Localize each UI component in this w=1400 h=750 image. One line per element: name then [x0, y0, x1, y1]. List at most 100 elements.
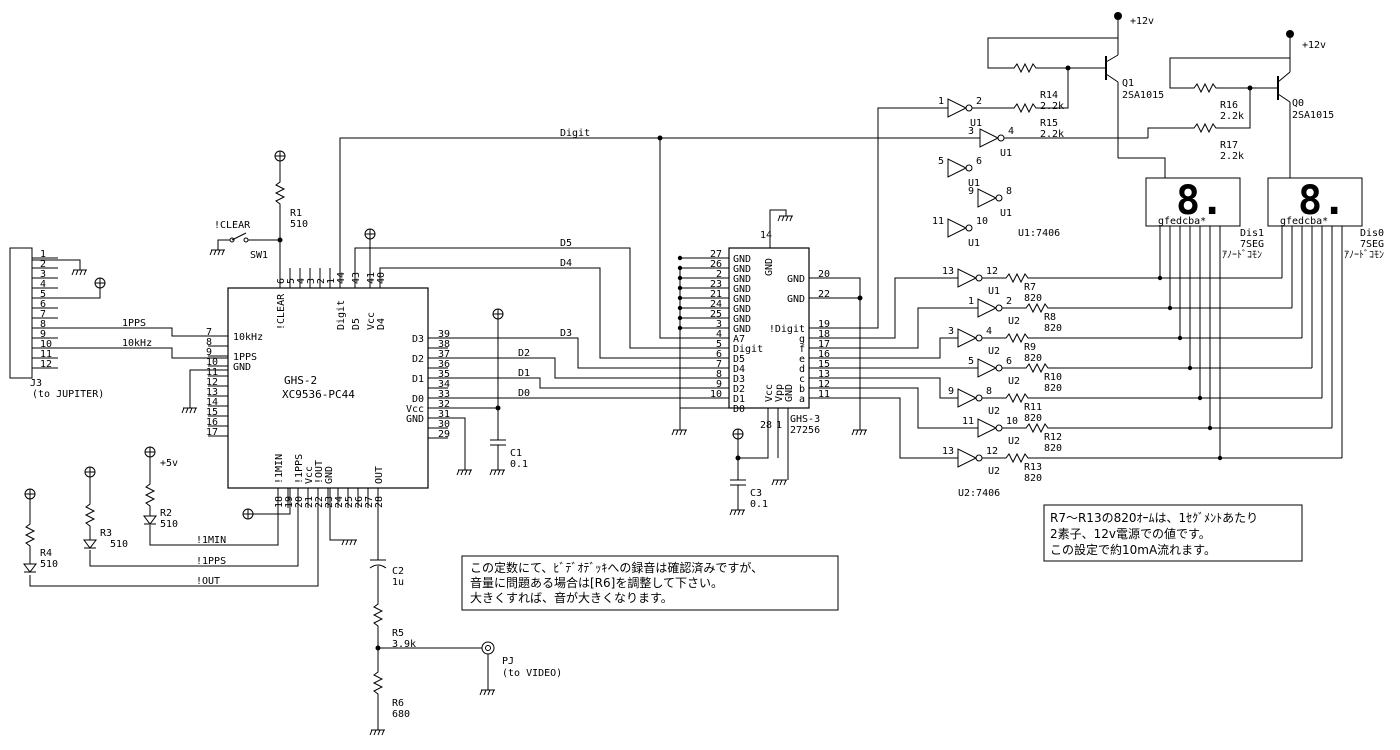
note-right: R7～R13の820ｵｰﾑは、1ｾｸﾞﾒﾝﾄあたり 2素子、12v電源での値です… [1043, 504, 1303, 562]
ghs3-pin1: 1 [776, 420, 782, 431]
r1-value: 510 [290, 219, 308, 230]
u1-g3-in: 5 [938, 156, 944, 167]
dis1-sub: ｱﾉｰﾄﾞｺﾓﾝ [1222, 249, 1262, 261]
net-d4: D4 [560, 258, 572, 269]
ghs2-right-pin-num: 39 [438, 329, 450, 340]
ghs3-left-pin-name: D1 [733, 394, 745, 405]
j3-pin-num: 9 [40, 329, 46, 340]
u1-gates: 1 2 U1 R14 2.2k 3 4 U1 R15 2.2k 5 6 U1 9… [932, 68, 1069, 249]
r6-value: 680 [392, 709, 410, 720]
transistor-q0: +12v Q0 2SA1015 R16 2.2k R17 2.2k [1169, 30, 1334, 178]
segment-junction [1177, 335, 1183, 341]
r11-value: 820 [1024, 413, 1042, 424]
ghs3-left-pin-num: 21 [710, 289, 722, 300]
ghs2-left-pin-num: 16 [206, 417, 218, 428]
r17-ref: R17 [1220, 140, 1238, 151]
ghs3-right-pin-name: b [799, 384, 805, 395]
dis1-pins: gfedcba* [1158, 216, 1206, 227]
ghs2-right-pin-name: D3 [412, 334, 424, 345]
u2-gate-in: 9 [948, 386, 954, 397]
ghs3-right-pin-num: 15 [818, 359, 830, 370]
u1-type: U1:7406 [1018, 228, 1060, 239]
q0-ref: Q0 [1292, 98, 1304, 109]
note-left-line1: この定数にて、ﾋﾞﾃﾞｵﾃﾞｯｷへの録音は確認済みですが、 [470, 560, 763, 575]
u2-gate-out: 12 [986, 266, 998, 277]
u2-gate-out: 6 [1006, 356, 1012, 367]
ghs2-bottom-pin-num: 28 [374, 496, 385, 508]
ghs3-left-pin-num: 9 [716, 379, 722, 390]
ghs3-left-pin-num: 24 [710, 299, 722, 310]
ghs3-left-pin-num: 27 [710, 249, 722, 260]
r16-value: 2.2k [1220, 111, 1244, 122]
ghs3-right-pin-num: 13 [818, 369, 830, 380]
net-d0: D0 [518, 388, 530, 399]
u2-inverter [957, 448, 983, 468]
r8-ref: R8 [1044, 312, 1056, 323]
ghs3-right-pin-name: GND [787, 294, 805, 305]
r15-value: 2.2k [1040, 129, 1064, 140]
ghs2-left-pin-name: 10kHz [233, 332, 263, 343]
ghs3-left-pin-num: 25 [710, 309, 722, 320]
ghs3-left-pin-name: GND [733, 294, 751, 305]
ghs3-right-pin-name: g [799, 334, 805, 345]
ghs3-top-name: GND [764, 258, 775, 276]
note-left-line2: 音量に問題ある場合は[R6]を調整して下さい。 [470, 575, 723, 590]
r6-ref: R6 [392, 698, 404, 709]
u1-g5-ref: U1 [968, 238, 980, 249]
u1-g1-in: 1 [938, 96, 944, 107]
q1-part: 2SA1015 [1122, 90, 1164, 101]
j3-pin-num: 12 [40, 359, 52, 370]
transistor-q1: +12v Q1 2SA1015 [987, 12, 1166, 178]
ghs3-left-pin-num: 23 [710, 279, 722, 290]
q1-ref: Q1 [1122, 78, 1134, 89]
ghs2-bottom-pin-name: OUT [374, 466, 385, 484]
net-digit: Digit [560, 128, 590, 139]
r12-ref: R12 [1044, 432, 1062, 443]
ghs3-left-pin-name: GND [733, 254, 751, 265]
ghs2-right-pin-name: D0 [412, 394, 424, 405]
u2-inverter [977, 358, 1003, 378]
u2-gate-out: 2 [1006, 296, 1012, 307]
r3-ref: R3 [100, 528, 112, 539]
ghs2-bottom-pin-name: Vcc [304, 466, 315, 484]
ghs3-left-pin-name: D2 [733, 384, 745, 395]
ghs3-right-pin-num: 12 [818, 379, 830, 390]
segment-junction [1207, 425, 1213, 431]
dis1-ref: Dis1 [1240, 228, 1264, 239]
u2-gate-ref: U2 [1008, 316, 1020, 327]
j3-pin-num: 1 [40, 249, 46, 260]
u1-g3-ref: U1 [968, 178, 980, 189]
c3-value: 0.1 [750, 499, 768, 510]
note-right-line1: R7～R13の820ｵｰﾑは、1ｾｸﾞﾒﾝﾄあたり [1050, 511, 1258, 525]
ghs3-gnd-junction [677, 255, 683, 261]
ghs2-name: GHS-2 [284, 374, 317, 387]
v5-label: +5v [160, 458, 178, 469]
net-1pps: 1PPS [122, 318, 146, 329]
ghs2-top-pin-num: 41 [366, 272, 377, 284]
u2-gate-ref: U2 [1008, 376, 1020, 387]
u1-g2-in: 3 [968, 126, 974, 137]
net-10khz: 10kHz [122, 338, 152, 349]
ghs2-right-pin-name: GND [406, 414, 424, 425]
ghs2-right-pin-num: 36 [438, 359, 450, 370]
ghs2-right-pin-name: Vcc [406, 404, 424, 415]
ghs3-right-pin-num: 17 [818, 339, 830, 350]
r2-ref: R2 [160, 508, 172, 519]
ghs2-top-pin-num: 40 [376, 272, 387, 284]
ghs2-right-pin-name: D1 [412, 374, 424, 385]
ghs3-bottom-vcc: Vcc [764, 384, 775, 402]
display-dis1: 8. gfedcba* Dis1 7SEG ｱﾉｰﾄﾞｺﾓﾝ [1145, 177, 1264, 261]
resistor-r13 [1001, 453, 1033, 463]
ghs3-bottom-gnd: GND [784, 384, 795, 402]
ghs3-left-pin-name: GND [733, 324, 751, 335]
resistor-r12 [1021, 423, 1053, 433]
net-n1pps: !1PPS [196, 556, 226, 567]
u2-gate-ref: U1 [988, 286, 1000, 297]
resistor-r8 [1021, 303, 1053, 313]
r17-value: 2.2k [1220, 151, 1244, 162]
ghs3-right-pin-num: 19 [818, 319, 830, 330]
r14-value: 2.2k [1040, 101, 1064, 112]
r5-value: 3.9k [392, 639, 416, 650]
